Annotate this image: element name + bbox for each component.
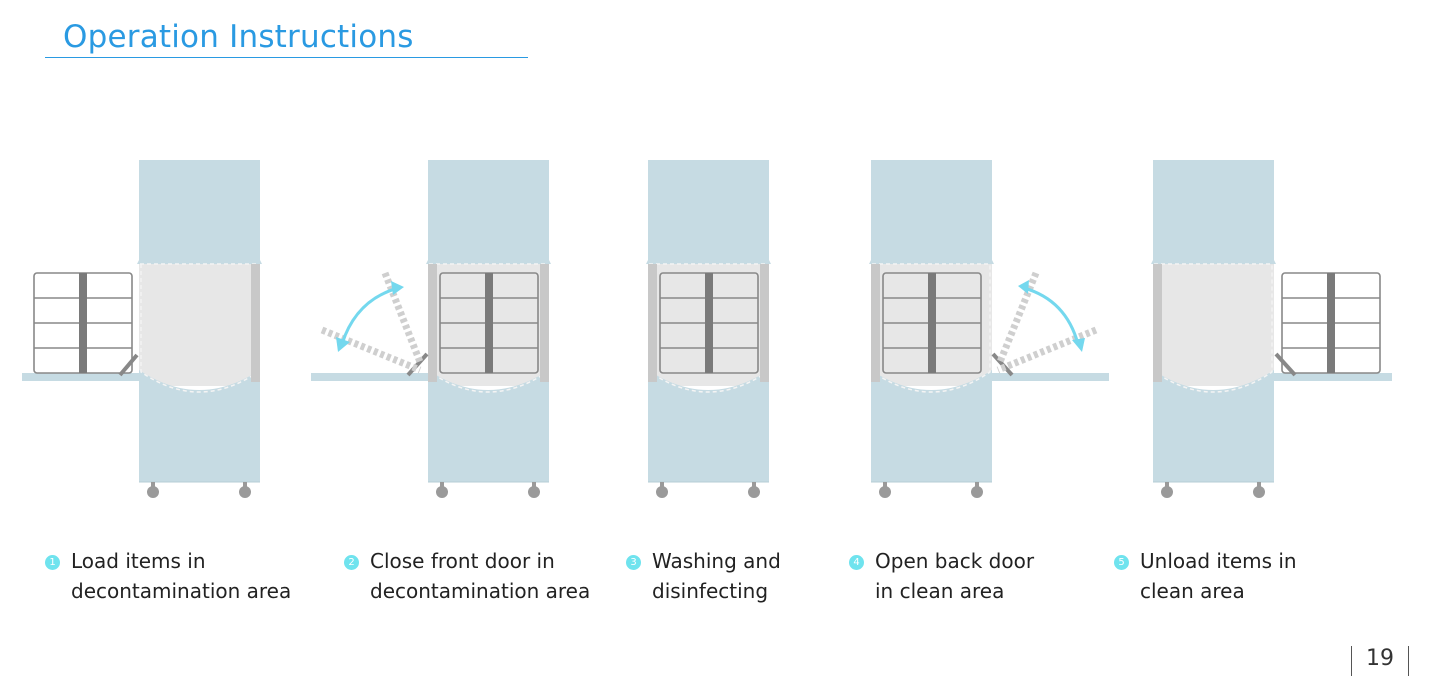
step-3-caption: 3 Washing and disinfecting [626, 546, 781, 606]
page-title: Operation Instructions [63, 19, 414, 55]
back-door-open-tray [991, 373, 1109, 381]
step-1-illustration [22, 159, 263, 499]
step-4-illustration [868, 159, 1109, 499]
front-door-closed [428, 264, 437, 382]
back-door-closed [760, 264, 769, 382]
front-tray-retracted [311, 373, 429, 381]
step-1-number-badge: 1 [45, 555, 60, 570]
back-door-closed [251, 264, 260, 382]
step-5-illustration [1150, 159, 1392, 499]
title-underline [45, 57, 528, 58]
step-1-caption: 1 Load items in decontamination area [45, 546, 292, 606]
step-2-number-badge: 2 [344, 555, 359, 570]
step-4-caption: 4 Open back door in clean area [849, 546, 1035, 606]
step-2-text: Close front door in decontamination area [370, 549, 591, 603]
step-3-number-badge: 3 [626, 555, 641, 570]
step-2-illustration [311, 159, 552, 499]
step-2-caption: 2 Close front door in decontamination ar… [344, 546, 591, 606]
back-door-closed [540, 264, 549, 382]
page-number: 19 [1351, 646, 1409, 676]
step-5-caption: 5 Unload items in clean area [1114, 546, 1297, 606]
step-3-text: Washing and disinfecting [652, 549, 781, 603]
step-1-text: Load items in decontamination area [71, 549, 292, 603]
step-4-text: Open back door in clean area [875, 549, 1035, 603]
step-4-number-badge: 4 [849, 555, 864, 570]
step-5-text: Unload items in clean area [1140, 549, 1297, 603]
front-door-closed [1153, 264, 1162, 382]
step-3-illustration [645, 159, 772, 499]
operation-steps-illustration [22, 159, 1392, 499]
front-door-open-tray [22, 373, 140, 381]
front-door-closed [871, 264, 880, 382]
step-5-number-badge: 5 [1114, 555, 1129, 570]
back-door-open-tray [1274, 373, 1392, 381]
front-door-closed [648, 264, 657, 382]
